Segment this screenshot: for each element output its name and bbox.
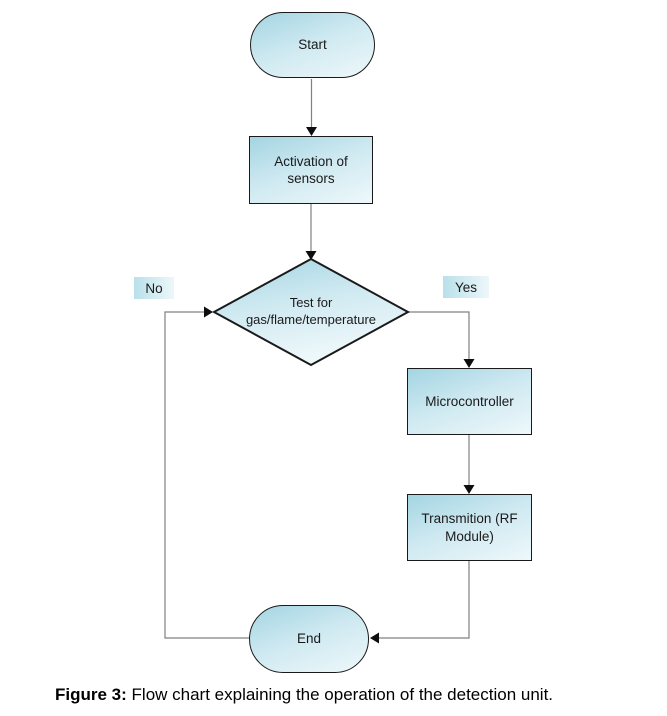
node-start-label: Start	[298, 37, 327, 53]
arrowhead-into-end	[370, 632, 379, 644]
node-microcontroller: Microcontroller	[407, 368, 532, 435]
caption-prefix: Figure 3:	[55, 685, 127, 704]
arrowhead-into-activation	[306, 127, 317, 136]
node-decision-test: Test for gas/flame/temperature	[225, 286, 397, 338]
node-microcontroller-label: Microcontroller	[425, 393, 514, 409]
branch-label-no: No	[134, 277, 174, 299]
arrowhead-no-branch-at-decision	[204, 306, 213, 318]
branch-yes-text: Yes	[454, 279, 478, 295]
arrowhead-into-decision	[305, 251, 317, 260]
branch-label-yes: Yes	[443, 276, 489, 298]
connector-no-branch	[164, 311, 250, 639]
node-start: Start	[250, 12, 375, 78]
connector-yes-branch	[408, 311, 470, 359]
node-transmission-label: Transmition (RF Module)	[421, 511, 518, 544]
node-transmission-rf-module: Transmition (RF Module)	[407, 494, 532, 561]
connector-transmission-to-end	[379, 561, 470, 639]
node-activation-of-sensors: Activation of sensors	[249, 136, 373, 204]
node-end: End	[249, 605, 369, 673]
arrowhead-into-microcontroller	[463, 359, 475, 368]
figure-caption: Figure 3: Flow chart explaining the oper…	[55, 685, 553, 705]
node-end-label: End	[296, 631, 322, 647]
decision-diamond-shape	[211, 257, 411, 367]
arrowhead-into-transmission	[463, 485, 475, 494]
node-activation-label: Activation of sensors	[274, 153, 348, 186]
caption-text: Flow chart explaining the operation of t…	[131, 685, 554, 704]
branch-no-text: No	[145, 280, 163, 296]
node-decision-label: Test for gas/flame/temperature	[245, 295, 377, 327]
